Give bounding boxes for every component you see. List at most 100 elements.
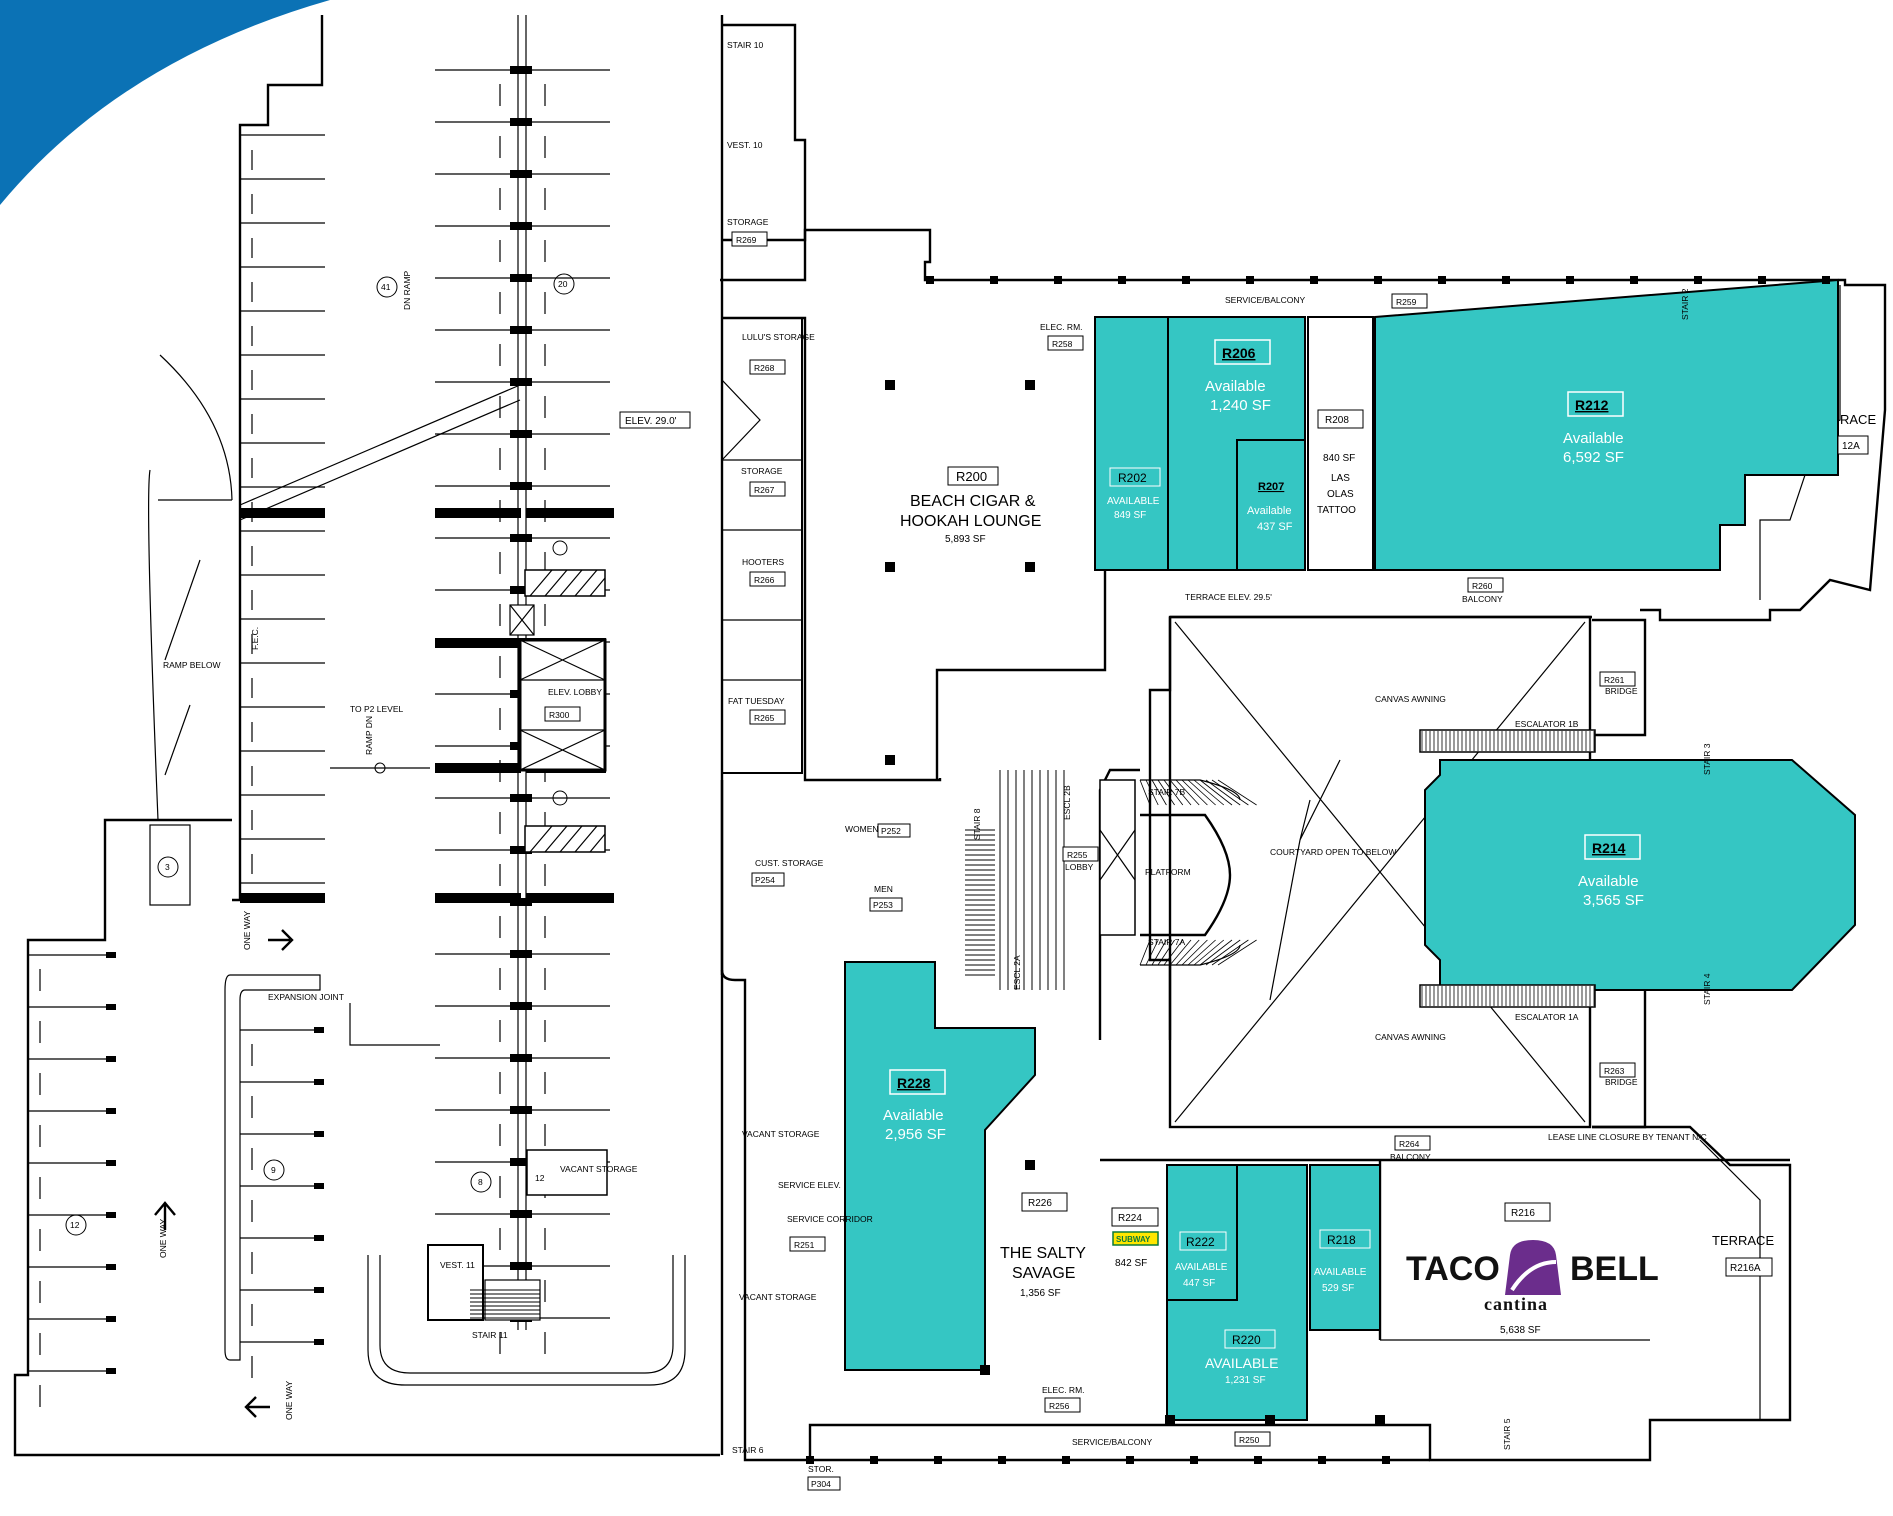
r220-avail: AVAILABLE (1205, 1355, 1278, 1371)
r264-tag: R264 (1399, 1139, 1420, 1149)
r212a-id: 12A (1842, 441, 1860, 452)
courtyard-label: COURTYARD OPEN TO BELOW (1270, 847, 1396, 857)
r218-sf: 529 SF (1322, 1283, 1354, 1294)
women-label: WOMEN (845, 824, 879, 834)
balcony-bottom: BALCONY (1390, 1152, 1431, 1162)
dn-ramp-label: DN RAMP (402, 270, 412, 310)
unit-r212 (1374, 278, 1839, 571)
canvas-awning-bottom: CANVAS AWNING (1375, 1032, 1446, 1042)
stair10-label: STAIR 10 (727, 40, 763, 50)
room-tags: R269 R268 R267 R266 R265 R258 R259 R260 … (544, 231, 1636, 1491)
elec-rm-top: ELEC. RM. (1040, 322, 1083, 332)
canvas-awning-top: CANVAS AWNING (1375, 694, 1446, 704)
r226-name1: THE SALTY (1000, 1245, 1086, 1262)
space-3: 3 (165, 862, 170, 872)
space-12b: 12 (535, 1173, 545, 1183)
r222-id: R222 (1186, 1235, 1215, 1249)
taco-bell-logo: TACO BELL cantina (1406, 1240, 1659, 1314)
escalator1b-label: ESCALATOR 1B (1515, 719, 1579, 729)
hooters-label: HOOTERS (742, 557, 784, 567)
expansion-joint-label: EXPANSION JOINT (268, 992, 344, 1002)
r212-avail: Available (1563, 430, 1624, 447)
r300-tag: R300 (549, 710, 570, 720)
unit-r214 (1424, 759, 1856, 991)
bridge-bottom: BRIDGE (1605, 1077, 1638, 1087)
r228-sf: 2,956 SF (885, 1126, 946, 1143)
r216a-id: R216A (1730, 1263, 1761, 1274)
r266-tag: R266 (754, 575, 775, 585)
terrace-elev-label: TERRACE ELEV. 29.5' (1185, 592, 1272, 602)
stair4-label: STAIR 4 (1702, 973, 1712, 1005)
r226-id: R226 (1028, 1198, 1052, 1209)
p304-tag: P304 (811, 1479, 831, 1489)
r228-id: R228 (897, 1075, 931, 1091)
r253-tag: P253 (873, 900, 893, 910)
space-20: 20 (558, 279, 568, 289)
r255-tag: R255 (1067, 850, 1088, 860)
lulus-storage-label: LULU'S STORAGE (742, 332, 815, 342)
race-label: RACE (1840, 412, 1876, 427)
unit-r228 (844, 961, 1036, 1371)
r269-tag: R269 (736, 235, 757, 245)
platform-label: PLATFORM (1145, 867, 1191, 877)
r208-name3: TATTOO (1317, 505, 1356, 516)
r202-avail: AVAILABLE (1107, 496, 1160, 507)
escl2b-label: ESCL 2B (1062, 785, 1072, 820)
r214-avail: Available (1578, 873, 1639, 890)
space-12a: 12 (70, 1220, 80, 1230)
vacant-storage-garage: VACANT STORAGE (560, 1164, 638, 1174)
parking-garage (13, 15, 724, 1457)
stair8-label: STAIR 8 (972, 808, 982, 840)
one-way-2: ONE WAY (158, 1218, 168, 1258)
r202-sf: 849 SF (1114, 510, 1146, 521)
r208-id: R208 (1325, 415, 1349, 426)
escalator1a-label: ESCALATOR 1A (1515, 1012, 1579, 1022)
fec-label: F.E.C. (250, 627, 260, 650)
r224-logo: SUBWAY (1116, 1235, 1151, 1244)
lobby-label: LOBBY (1065, 862, 1094, 872)
r212-id: R212 (1575, 397, 1609, 413)
stair7b-label: STAIR 7B (1148, 787, 1185, 797)
taco-bell-right: BELL (1570, 1250, 1659, 1288)
one-way-1: ONE WAY (242, 910, 252, 950)
r220-sf: 1,231 SF (1225, 1375, 1266, 1386)
r261-tag: R261 (1604, 675, 1625, 685)
r258-tag: R258 (1052, 339, 1073, 349)
r268-tag: R268 (754, 363, 775, 373)
vacant-storage-2: VACANT STORAGE (739, 1292, 817, 1302)
r200-sf: 5,893 SF (945, 534, 986, 545)
service-balcony-top: SERVICE/BALCONY (1225, 295, 1305, 305)
r208-name1: LAS (1331, 473, 1350, 484)
r224-sf: 842 SF (1115, 1258, 1147, 1269)
r220-id: R220 (1232, 1333, 1261, 1347)
taco-bell-left: TACO (1406, 1250, 1500, 1288)
vacant-storage-1: VACANT STORAGE (742, 1129, 820, 1139)
r267-tag: R267 (754, 485, 775, 495)
r222-avail: AVAILABLE (1175, 1262, 1228, 1273)
vest10-label: VEST. 10 (727, 140, 763, 150)
r200-name2: HOOKAH LOUNGE (900, 513, 1041, 530)
elec-rm-bottom: ELEC. RM. (1042, 1385, 1085, 1395)
stair3-label: STAIR 3 (1702, 743, 1712, 775)
r251-tag: R251 (794, 1240, 815, 1250)
elev-label: ELEV. 29.0' (625, 416, 677, 427)
r259-tag: R259 (1396, 297, 1417, 307)
r208-name2: OLAS (1327, 489, 1354, 500)
storage-label-2: STORAGE (741, 466, 783, 476)
r218-avail: AVAILABLE (1314, 1267, 1367, 1278)
terrace-label: TERRACE (1712, 1233, 1774, 1248)
unit-r202 (1094, 316, 1169, 571)
corner-brand-swoosh (0, 0, 330, 205)
stair2-label: STAIR 2 (1680, 288, 1690, 320)
r222-sf: 447 SF (1183, 1278, 1215, 1289)
r207-id: R207 (1258, 481, 1284, 493)
r206-avail: Available (1205, 378, 1266, 395)
taco-bell-sub: cantina (1484, 1294, 1548, 1314)
r214-sf: 3,565 SF (1583, 892, 1644, 909)
escl2a-label: ESCL 2A (1012, 955, 1022, 990)
service-corridor-label: SERVICE CORRIDOR (787, 1214, 873, 1224)
service-elev-label: SERVICE ELEV. (778, 1180, 841, 1190)
space-41: 41 (381, 282, 391, 292)
to-p2-label: TO P2 LEVEL (350, 704, 404, 714)
